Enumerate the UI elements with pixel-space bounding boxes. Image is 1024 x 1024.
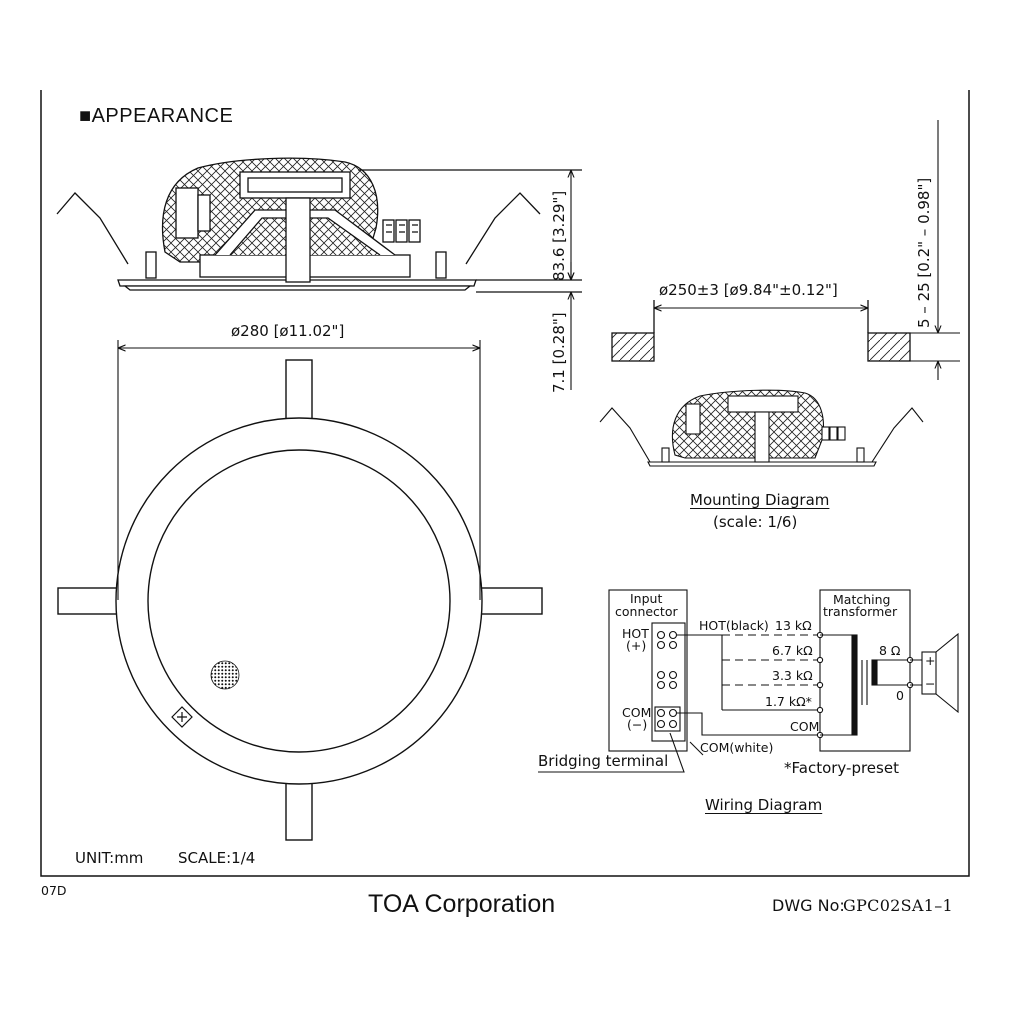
factory-preset-label: *Factory-preset [784,759,899,777]
com-tap-label: COM [790,719,820,734]
diameter-280-label: ø280 [ø11.02"] [231,322,345,340]
transformer-label-2: transformer [823,604,898,619]
height-83-label: 83.6 [3.29"] [550,190,568,281]
dwg-number: GPC02SA1–1 [843,896,954,915]
input-connector-label-2: connector [615,604,678,619]
wiring-diagram [538,589,959,773]
company-name: TOA Corporation [368,890,556,918]
com-white-label: COM(white) [700,740,774,755]
hot-label: HOT [622,626,649,641]
input-connector-box [608,589,688,752]
speaker-top-view [57,359,543,841]
diameter-dimension [117,340,481,600]
ceiling-thickness-label: 5 – 25 [0.2" – 0.98"] [915,177,933,328]
scale-label: SCALE:1/4 [178,849,256,867]
lip-7-label: 7.1 [0.28"] [550,312,568,393]
section-title: ■APPEARANCE [79,105,234,127]
tap-3k3-label: 3.3 kΩ [772,668,813,683]
drawing-frame [40,90,970,877]
dwg-no-label: DWG No: [772,896,845,915]
unit-label: UNIT:mm [75,849,144,867]
speaker-minus-label: − [925,676,936,691]
tap-13k-label: 13 kΩ [775,618,812,633]
cutout-250-label: ø250±3 [ø9.84"±0.12"] [659,281,838,299]
mounting-diagram [599,389,924,467]
mounting-diagram-title: Mounting Diagram [690,491,830,509]
mounting-diagram-scale: (scale: 1/6) [713,513,798,531]
transformer-box [819,589,911,752]
ceiling-thickness-dimension [910,120,960,380]
bridging-terminal-label: Bridging terminal [538,752,669,770]
tap-1k7-label: 1.7 kΩ* [765,694,812,709]
hot-black-label: HOT(black) [699,618,769,633]
out-8ohm-label: 8 Ω [879,643,901,658]
transformer-label-1: Matching [833,592,891,607]
tap-6k7-label: 6.7 kΩ [772,643,813,658]
speaker-side-view [56,157,582,293]
led-indicator-grille [210,660,240,690]
sheet-code: 07D [41,883,67,898]
hot-plus-label: (+) [626,638,647,653]
input-connector-label-1: Input [630,591,663,606]
com-label: COM [622,705,652,720]
logo-mark [171,706,193,728]
com-minus-label: (−) [627,717,648,732]
wiring-diagram-title: Wiring Diagram [705,796,823,814]
ceiling-cutout [611,300,911,362]
out-0-label: 0 [896,688,904,703]
speaker-plus-label: + [925,653,936,668]
